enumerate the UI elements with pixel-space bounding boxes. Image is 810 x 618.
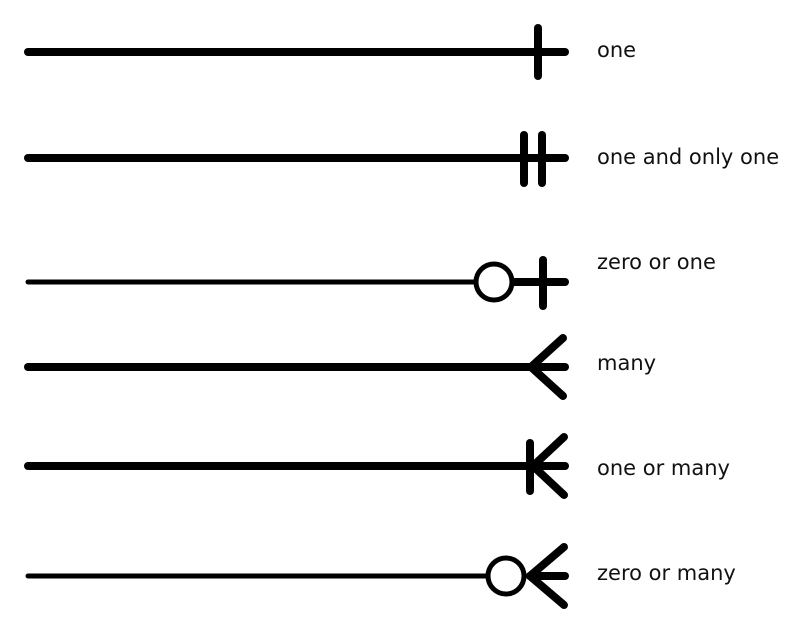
label-many: many <box>597 351 657 375</box>
relationship-line-zero-or-one <box>25 256 569 310</box>
zero-circle-mark <box>473 261 515 303</box>
label-one: one <box>597 38 637 62</box>
crows-foot-mark <box>525 334 567 400</box>
zero-circle-mark <box>485 555 527 597</box>
label-one-and-only-one: one and only one <box>597 145 780 169</box>
relationship-line-one <box>24 24 569 80</box>
relationship-line-zero-or-many <box>25 543 569 609</box>
label-zero-or-one: zero or one <box>597 250 716 274</box>
relationship-line-many <box>24 334 569 400</box>
label-one-or-many: one or many <box>597 456 730 480</box>
crows-foot-mark <box>527 433 568 499</box>
relationship-line-one-and-only-one <box>24 131 569 187</box>
label-zero-or-many: zero or many <box>597 561 736 585</box>
relationship-line-one-or-many <box>24 433 569 499</box>
